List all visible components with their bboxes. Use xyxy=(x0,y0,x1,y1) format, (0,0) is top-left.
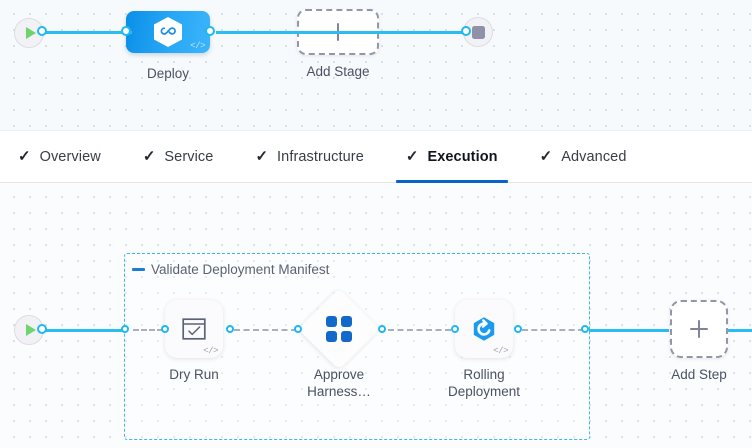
tab-overview[interactable]: ✓ Overview xyxy=(14,131,105,183)
check-icon: ✓ xyxy=(142,148,156,165)
stage-node-body: </> xyxy=(126,11,210,53)
rolling-output-port[interactable] xyxy=(514,325,522,333)
checkbox-window-icon xyxy=(182,318,206,340)
step-node-body xyxy=(297,287,381,371)
step-node-dry-run[interactable]: </> Dry Run xyxy=(165,300,223,382)
step-group-title: Validate Deployment Manifest xyxy=(151,262,330,277)
check-icon: ✓ xyxy=(539,148,553,165)
stage-code-badge: </> xyxy=(190,41,205,51)
dry-run-output-port[interactable] xyxy=(226,325,234,333)
group-output-port[interactable] xyxy=(581,325,589,333)
deploy-input-port[interactable] xyxy=(121,26,131,36)
step-node-rolling-deployment[interactable]: </> Rolling Deployment xyxy=(448,300,520,399)
step-label-dry-run: Dry Run xyxy=(169,367,219,382)
check-icon: ✓ xyxy=(255,148,269,165)
execution-steps-canvas[interactable]: Validate Deployment Manifest xyxy=(0,183,752,448)
step-node-body: </> xyxy=(165,300,223,358)
edge-addstep-outgoing xyxy=(728,329,752,332)
stage-label-deploy: Deploy xyxy=(146,66,190,81)
check-icon: ✓ xyxy=(18,148,31,165)
edge-deploy-to-end xyxy=(216,31,466,34)
edge-approve-to-rolling xyxy=(388,329,451,331)
tab-label: Advanced xyxy=(561,148,627,165)
tab-label: Service xyxy=(164,148,214,165)
group-input-port[interactable] xyxy=(121,325,129,333)
step-label-rolling-deployment: Rolling Deployment xyxy=(447,367,521,399)
harness-infinity-glyph xyxy=(160,27,176,35)
end-input-port[interactable] xyxy=(461,26,471,36)
tab-service[interactable]: ✓ Service xyxy=(139,131,218,183)
step-code-badge: </> xyxy=(203,346,218,356)
step-label-approval: Approve Harness… xyxy=(307,367,371,399)
tab-advanced[interactable]: ✓ Advanced xyxy=(536,131,631,183)
dry-run-input-port[interactable] xyxy=(161,325,169,333)
edge-start-to-deploy xyxy=(42,31,132,34)
play-icon xyxy=(25,324,36,336)
add-stage-label: Add Stage xyxy=(306,64,370,79)
kubernetes-rolling-icon xyxy=(473,317,495,341)
start-output-port[interactable] xyxy=(37,26,47,36)
step-start-output-port[interactable] xyxy=(37,324,47,334)
edge-group-to-dryrun xyxy=(133,329,163,331)
tab-label: Overview xyxy=(39,148,101,165)
edge-dryrun-to-approve xyxy=(234,329,297,331)
approval-output-port[interactable] xyxy=(378,325,386,333)
stage-graph-canvas[interactable]: </> Deploy Add Stage xyxy=(0,0,752,130)
add-step-node[interactable]: Add Step xyxy=(670,300,728,382)
stop-icon xyxy=(471,25,485,39)
check-icon: ✓ xyxy=(405,148,419,165)
tab-execution[interactable]: ✓ Execution xyxy=(395,131,508,183)
play-icon xyxy=(25,27,36,39)
step-code-badge: </> xyxy=(493,346,508,356)
step-node-body: </> xyxy=(455,300,513,358)
harness-approval-icon xyxy=(326,316,352,342)
edge-start-to-group xyxy=(42,329,126,332)
deploy-output-port[interactable] xyxy=(205,26,215,36)
add-step-label: Add Step xyxy=(671,367,727,382)
rolling-input-port[interactable] xyxy=(451,325,459,333)
edge-rolling-to-groupend xyxy=(522,329,584,331)
approval-input-port[interactable] xyxy=(294,325,302,333)
step-node-approval[interactable]: Approve Harness… xyxy=(297,287,381,399)
tab-label: Infrastructure xyxy=(277,148,364,165)
stage-node-deploy[interactable]: </> Deploy xyxy=(126,11,210,81)
stage-config-tabs[interactable]: ✓ Overview ✓ Service ✓ Infrastructure ✓ … xyxy=(0,130,752,183)
step-group-header[interactable]: Validate Deployment Manifest xyxy=(132,262,329,277)
plus-icon xyxy=(690,320,708,338)
minus-icon[interactable] xyxy=(132,268,145,271)
add-step-button[interactable] xyxy=(670,300,728,358)
tab-infrastructure[interactable]: ✓ Infrastructure xyxy=(251,131,367,183)
tab-label: Execution xyxy=(427,148,498,165)
harness-hexagon-icon xyxy=(154,17,182,47)
edge-group-to-addstep xyxy=(589,329,669,332)
